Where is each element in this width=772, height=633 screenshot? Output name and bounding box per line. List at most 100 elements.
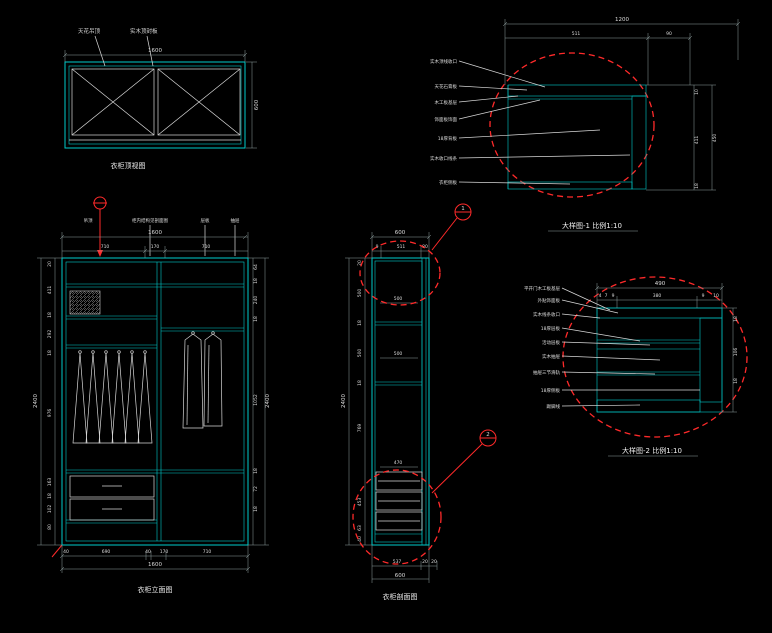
hanging-coats-right	[182, 331, 223, 429]
dim: 500	[357, 289, 363, 298]
dim: 470	[394, 460, 403, 466]
section-outline	[371, 257, 430, 546]
dim: 690	[102, 549, 111, 555]
dim: 1052	[253, 394, 259, 406]
dim: 80	[422, 244, 428, 250]
anno-label: 18厚层板	[541, 325, 561, 332]
anno-label: 外贴饰面板	[538, 297, 561, 304]
anno-label: 活动层板	[542, 339, 560, 346]
dim: 380	[653, 293, 662, 299]
dim: 600	[395, 573, 406, 579]
dim: 500	[394, 351, 403, 357]
dim: 163	[47, 478, 53, 487]
elevation-top-dim-lines	[59, 232, 249, 258]
elevation-left-dim-lines	[37, 257, 62, 546]
anno-label: 实木抽屉	[542, 353, 560, 360]
dim: 7	[605, 293, 608, 299]
anno-label: 衣柜侧板	[439, 179, 457, 186]
dim: 40	[145, 549, 151, 555]
dim: 18	[694, 183, 700, 189]
dim: 40	[63, 549, 69, 555]
dim: 9	[702, 293, 705, 299]
dim: 20	[422, 559, 428, 565]
dim: 511	[397, 244, 406, 250]
dim: 1600	[148, 562, 162, 568]
dim: 18	[733, 378, 739, 384]
dim: 106	[733, 348, 739, 357]
plan-door-panels	[69, 68, 241, 141]
dim: 537	[393, 559, 402, 565]
dim: 18	[253, 278, 259, 284]
anno-label: 天花石膏板	[435, 83, 458, 90]
dim: 292	[47, 330, 53, 339]
section-shelves	[375, 321, 422, 535]
dim: 20	[357, 260, 363, 266]
callout-number: 2	[486, 432, 490, 438]
dim: 18	[253, 506, 259, 512]
dim: 18	[253, 316, 259, 322]
dim: 600	[254, 99, 260, 110]
dim: 18	[47, 350, 53, 356]
anno-label: 天花吊顶	[78, 27, 101, 35]
dim: 769	[357, 424, 363, 433]
section-door-panel	[421, 258, 427, 545]
dim: 453	[357, 498, 363, 507]
dim: 102	[47, 505, 53, 514]
dim: 976	[47, 409, 53, 418]
dim: 18	[47, 312, 53, 318]
dim: 18	[357, 380, 363, 386]
dim: 40	[357, 536, 363, 542]
section-bottom-dim-lines	[371, 545, 438, 583]
dim: 1600	[148, 230, 162, 236]
detail1-geometry	[507, 84, 647, 190]
elevation-right-dim-lines	[248, 257, 269, 546]
detail1-title: 大样图-1 比例1:10	[562, 221, 622, 230]
elevation-title: 衣柜立面图	[138, 585, 173, 594]
detail2-view: 平开门木工板基层 外贴饰面板 实木线条收口 18厚层板 活动层板 实木抽屉 抽屉…	[524, 276, 748, 457]
detail2-dim-lines	[594, 283, 737, 413]
dim: 500	[394, 296, 403, 302]
anno-label: 实木顶线收口	[430, 58, 457, 65]
dim: 170	[160, 549, 169, 555]
dim: 9	[612, 293, 615, 299]
dim: 710	[101, 244, 110, 250]
detail2-circle	[562, 276, 748, 438]
anno-label: 实木收口线条	[430, 155, 457, 162]
anno-label: 抽屉三节滑轨	[533, 369, 560, 376]
dim: 63	[357, 525, 363, 531]
anno-label: 吊顶	[84, 218, 93, 224]
detail-callout-2: 2	[431, 429, 497, 494]
dim: 90	[666, 31, 672, 37]
section-cut-marker	[93, 196, 107, 257]
anno-label: 层板	[201, 217, 210, 224]
dim: 18	[253, 468, 259, 474]
dim: 18	[357, 320, 363, 326]
dim: 170	[151, 244, 160, 250]
anno-label: 踢脚线	[547, 403, 561, 410]
plan-label-leaders	[94, 35, 154, 67]
dim: 710	[202, 244, 211, 250]
detail1-dim-lines	[502, 19, 741, 191]
dim: 450	[712, 134, 718, 143]
dim: 710	[203, 549, 212, 555]
section-title: 衣柜剖面图	[383, 592, 418, 601]
detail-callout-1: 1	[431, 203, 472, 251]
detail1-view: 实木顶线收口 天花石膏板 木工板基层 饰面板饰面 18厚背板 实木收口线条 衣柜…	[430, 17, 741, 232]
elevation-top-leaders	[149, 225, 236, 256]
elevation-bottom-dim-lines	[59, 545, 251, 573]
section-left-dim-lines	[345, 257, 372, 546]
hanging-clothes-left	[72, 350, 153, 444]
detail1-label-leaders	[458, 60, 631, 185]
dim: 20	[431, 559, 437, 565]
dim: 64	[253, 264, 259, 270]
dim: 10	[713, 293, 719, 299]
elevation-corner-mark	[51, 544, 63, 558]
elevation-inner-outline	[65, 261, 245, 542]
anno-label: 抽屉	[231, 217, 240, 224]
plan-outline	[64, 61, 246, 149]
elevation-drawers	[69, 475, 155, 521]
detail1-circle	[489, 52, 655, 198]
detail-region-circle-1	[359, 240, 441, 306]
